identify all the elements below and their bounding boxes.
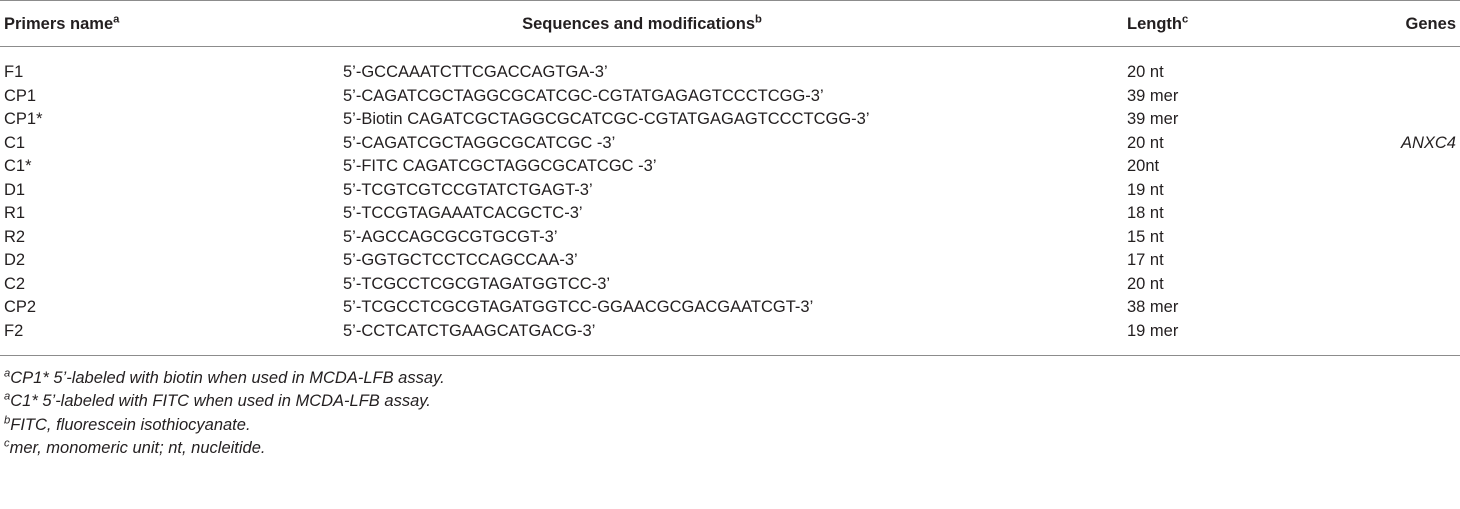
sequence-cell: 5’-TCGCCTCGCGTAGATGGTCC-3’ — [343, 274, 611, 293]
primer-name-cell: C1* — [4, 157, 32, 175]
footnote: aCP1* 5’-labeled with biotin when used i… — [4, 367, 445, 391]
footnote: cmer, monomeric unit; nt, nucleitide. — [4, 437, 265, 461]
table-row: CP1 5’-CAGATCGCTAGGCGCATCGC-CGTATGAGAGTCC… — [0, 85, 1460, 109]
header-rule — [0, 46, 1460, 47]
sequence-cell: 5’-AGCCAGCGCGTGCGT-3’ — [343, 227, 558, 246]
table-row: C1* 5’-FITC CAGATCGCTAGGCGCATCGC -3’ 20nt — [0, 155, 1460, 179]
header-genes: Genes — [1406, 12, 1456, 36]
sequence-cell: 5’-CCTCATCTGAAGCATGACG-3’ — [343, 321, 596, 340]
footnote-marker: c — [4, 437, 10, 450]
footnote: bFITC, fluorescein isothiocyanate. — [4, 414, 251, 438]
header-length-label: Length — [1127, 15, 1182, 33]
header-sequences-note: b — [755, 13, 762, 26]
header-sequences-label: Sequences and modifications — [522, 15, 756, 33]
header-primers-name: Primers namea — [4, 12, 119, 36]
sequence-cell: 5’-TCGTCGTCCGTATCTGAGT-3’ — [343, 180, 593, 199]
header-length: Lengthc — [1127, 12, 1188, 36]
length-cell: 19 mer — [1127, 321, 1179, 340]
table-row: CP1* 5’-Biotin CAGATCGCTAGGCGCATCGC-CGTAT… — [0, 108, 1460, 132]
header-primers-name-note: a — [113, 13, 120, 26]
table-row: F1 5’-GCCAAATCTTCGACCAGTGA-3’ 20 nt — [0, 61, 1460, 85]
footnote: aC1* 5’-labeled with FITC when used in M… — [4, 390, 431, 414]
table-row: R2 5’-AGCCAGCGCGTGCGT-3’ 15 nt — [0, 226, 1460, 250]
footnote-text: C1* 5’-labeled with FITC when used in MC… — [10, 392, 431, 410]
sequence-cell: 5’-TCCGTAGAAATCACGCTC-3’ — [343, 204, 583, 222]
table-row: D2 5’-GGTGCTCCTCCAGCCAA-3’ 17 nt — [0, 249, 1460, 273]
table-row: CP2 5’-TCGCCTCGCGTAGATGGTCC-GGAACGCGACGAA… — [0, 296, 1460, 320]
footnote-text: CP1* 5’-labeled with biotin when used in… — [10, 368, 445, 387]
primer-name-cell: R2 — [4, 227, 26, 246]
footnote-marker: b — [4, 414, 11, 426]
primer-name-cell: D2 — [4, 251, 26, 269]
length-cell: 20 nt — [1127, 133, 1164, 152]
table-bottom-rule — [0, 355, 1460, 356]
primer-name-cell: CP2 — [4, 298, 37, 316]
sequence-cell: 5’-GCCAAATCTTCGACCAGTGA-3’ — [343, 63, 608, 81]
header-length-note: c — [1182, 13, 1189, 26]
length-cell: 39 mer — [1127, 110, 1179, 128]
primer-name-cell: F1 — [4, 63, 24, 81]
header-sequences: Sequences and modificationsb — [343, 12, 941, 36]
sequence-cell: 5’-CAGATCGCTAGGCGCATCGC-CGTATGAGAGTCCCTC… — [343, 86, 824, 105]
footnote-marker: a — [4, 367, 11, 379]
length-cell: 20 nt — [1127, 63, 1164, 81]
length-cell: 17 nt — [1127, 251, 1164, 269]
primer-name-cell: D1 — [4, 180, 26, 199]
footnote-text: FITC, fluorescein isothiocyanate. — [10, 415, 251, 434]
table-row: C1 5’-CAGATCGCTAGGCGCATCGC -3’ 20 nt ANXC4 — [0, 132, 1460, 156]
length-cell: 15 nt — [1127, 227, 1164, 246]
primer-name-cell: R1 — [4, 204, 26, 222]
primer-name-cell: C1 — [4, 133, 26, 152]
sequence-cell: 5’-Biotin CAGATCGCTAGGCGCATCGC-CGTATGAGA… — [343, 110, 870, 128]
length-cell: 19 nt — [1127, 180, 1164, 199]
header-genes-label: Genes — [1405, 15, 1456, 33]
table-row: C2 5’-TCGCCTCGCGTAGATGGTCC-3’ 20 nt — [0, 273, 1460, 297]
primer-name-cell: C2 — [4, 274, 26, 293]
length-cell: 39 mer — [1127, 86, 1179, 105]
footnote-text: mer, monomeric unit; nt, nucleitide. — [9, 439, 266, 457]
gene-cell: ANXC4 — [1400, 133, 1456, 152]
length-cell: 38 mer — [1127, 298, 1179, 316]
length-cell: 20nt — [1127, 157, 1160, 175]
table-row: D1 5’-TCGTCGTCCGTATCTGAGT-3’ 19 nt — [0, 179, 1460, 203]
primer-name-cell: CP1* — [4, 110, 43, 128]
length-cell: 18 nt — [1127, 204, 1164, 222]
primer-name-cell: F2 — [4, 321, 24, 340]
header-primers-name-label: Primers name — [4, 15, 114, 33]
sequence-cell: 5’-TCGCCTCGCGTAGATGGTCC-GGAACGCGACGAATCG… — [343, 298, 814, 316]
primer-name-cell: CP1 — [4, 86, 37, 105]
table-top-rule — [0, 0, 1460, 1]
sequence-cell: 5’-CAGATCGCTAGGCGCATCGC -3’ — [343, 133, 616, 152]
table-row: F2 5’-CCTCATCTGAAGCATGACG-3’ 19 mer — [0, 320, 1460, 344]
sequence-cell: 5’-GGTGCTCCTCCAGCCAA-3’ — [343, 251, 578, 269]
length-cell: 20 nt — [1127, 274, 1164, 293]
footnote-marker: a — [4, 390, 11, 403]
sequence-cell: 5’-FITC CAGATCGCTAGGCGCATCGC -3’ — [343, 157, 657, 175]
table-row: R1 5’-TCCGTAGAAATCACGCTC-3’ 18 nt — [0, 202, 1460, 226]
